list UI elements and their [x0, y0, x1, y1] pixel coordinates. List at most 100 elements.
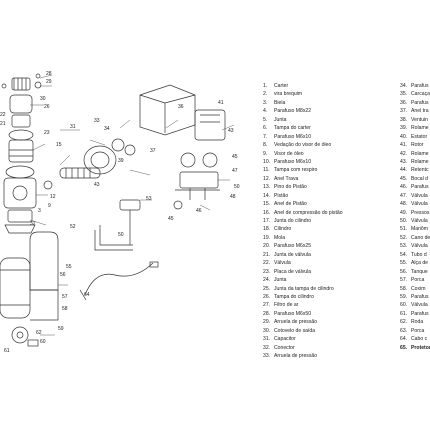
parts-list-item: 49.Pressos — [400, 209, 430, 217]
parts-list-item: 58.Coxim — [400, 285, 430, 293]
callout: 22 — [0, 112, 6, 118]
part-name: Visor de óleo — [274, 150, 304, 157]
parts-list-item: 38.Ventuin — [400, 116, 430, 124]
callout: 64 — [84, 292, 90, 298]
parts-list-item: 12.Anel Trava — [263, 175, 343, 183]
part-number: 33. — [263, 353, 271, 359]
part-number: 35. — [400, 91, 408, 98]
part-number: 59. — [400, 293, 408, 300]
part-number: 3. — [263, 99, 268, 106]
parts-list-item: 55.Alça de — [400, 259, 430, 267]
parts-list-item: 14.Pistão — [263, 192, 343, 200]
parts-list-item: 65.Protetor — [400, 344, 430, 352]
parts-list-item: 60.Válvula — [400, 301, 430, 309]
part-name: Parafuso M6x25 — [274, 243, 312, 250]
callout: 39 — [118, 158, 124, 164]
callout: 30 — [40, 96, 46, 102]
part-name: Tampa do carter — [274, 125, 311, 132]
part-number: 51. — [400, 226, 408, 233]
parts-list-item: 50.Válvula — [400, 217, 430, 225]
callout: 50 — [234, 184, 240, 190]
part-number: 13. — [263, 184, 271, 191]
part-name: Parafus — [411, 293, 429, 300]
callout: 23 — [44, 130, 50, 136]
callout: 28 — [46, 71, 52, 77]
parts-list-item: 61.Parafus — [400, 310, 430, 318]
part-name: Placa de válvula — [274, 268, 312, 275]
part-name: vira brequim — [274, 91, 303, 98]
part-number: 29. — [263, 319, 271, 326]
pump-assembly — [3, 94, 37, 234]
part-number: 62. — [400, 319, 408, 326]
parts-list-item: 15.Anel de Pistão — [263, 200, 343, 208]
part-number: 57. — [400, 277, 408, 284]
part-number: 11. — [263, 167, 270, 174]
part-name: Rotor — [411, 142, 424, 149]
part-number: 12. — [263, 175, 271, 182]
part-number: 7. — [263, 133, 268, 140]
parts-list-item: 32.Conector — [263, 344, 343, 352]
parts-list-item: 10.Parafuso M6x10 — [263, 158, 343, 166]
part-name: Coxim — [411, 285, 426, 292]
part-number: 9. — [263, 150, 268, 157]
parts-list-item: 56.Tanque — [400, 268, 430, 276]
motor-housing — [139, 84, 226, 141]
callout: 9 — [48, 203, 51, 209]
callout: 46 — [196, 208, 202, 214]
part-name: Válvula — [411, 243, 428, 250]
parts-list-item: 9. Visor de óleo — [263, 150, 343, 158]
part-number: 37. — [400, 108, 408, 115]
part-number: 5. — [263, 116, 268, 123]
part-number: 61. — [400, 310, 408, 317]
part-name: Tubo d — [411, 251, 427, 258]
parts-list-item: 35.Carcaça — [400, 90, 430, 98]
callout: 37 — [150, 148, 156, 154]
parts-list-item: 37.Anel tra — [400, 107, 430, 115]
part-name: Válvula — [411, 302, 428, 309]
part-number: 43. — [400, 158, 408, 165]
part-name: Junta — [274, 277, 287, 284]
parts-list-item: 41.Rotor — [400, 141, 430, 149]
parts-list-item: 8.Vedação do visor de óleo — [263, 141, 343, 149]
callout: 59 — [58, 326, 64, 332]
part-name: Junta da tampa de cilindro — [274, 285, 334, 292]
parts-list-item: 5.Junta — [263, 116, 343, 124]
part-name: Pressos — [411, 209, 430, 216]
part-name: Pino do Pistão — [274, 184, 307, 191]
callout: 41 — [218, 100, 224, 106]
callout: 32 — [30, 221, 36, 227]
parts-list-item: 63.Porca — [400, 327, 430, 335]
part-name: Pistão — [274, 192, 289, 199]
part-number: 44. — [400, 167, 408, 174]
parts-list-item: 26.Tampa do cilindro — [263, 293, 343, 301]
part-number: 26. — [263, 293, 271, 300]
part-number: 46. — [400, 184, 408, 191]
part-name: Rolame — [411, 125, 429, 132]
part-number: 18. — [263, 226, 271, 233]
callout: 29 — [46, 79, 52, 85]
part-name: Parafus — [411, 83, 429, 89]
parts-list-item: 59.Parafus — [400, 293, 430, 301]
callout: 61 — [4, 348, 10, 354]
part-name: Carter — [274, 83, 289, 89]
part-number: 60. — [400, 302, 408, 309]
callout: 45 — [232, 154, 238, 160]
callout: 26 — [44, 104, 50, 110]
callout: 60 — [40, 339, 46, 345]
part-number: 58. — [400, 285, 408, 292]
part-number: 49. — [400, 209, 408, 216]
parts-list-item: 51.Manôm — [400, 225, 430, 233]
part-number: 55. — [400, 260, 408, 267]
parts-list-item: 1.Carter — [263, 82, 343, 90]
part-name: Vedação do visor de óleo — [274, 142, 332, 149]
part-name: Parafuso M6x50 — [274, 310, 312, 317]
part-number: 31. — [263, 336, 271, 343]
parts-list-item: 23.Placa de válvula — [263, 268, 343, 276]
parts-list-item: 46.Parafus — [400, 183, 430, 191]
part-name: Manôm — [411, 226, 428, 233]
part-name: Junta do cilindro — [274, 218, 312, 224]
parts-list-item: 16.Anel de compressão do pistão — [263, 209, 343, 217]
part-number: 45. — [400, 175, 408, 182]
part-name: Retentc — [411, 167, 429, 174]
